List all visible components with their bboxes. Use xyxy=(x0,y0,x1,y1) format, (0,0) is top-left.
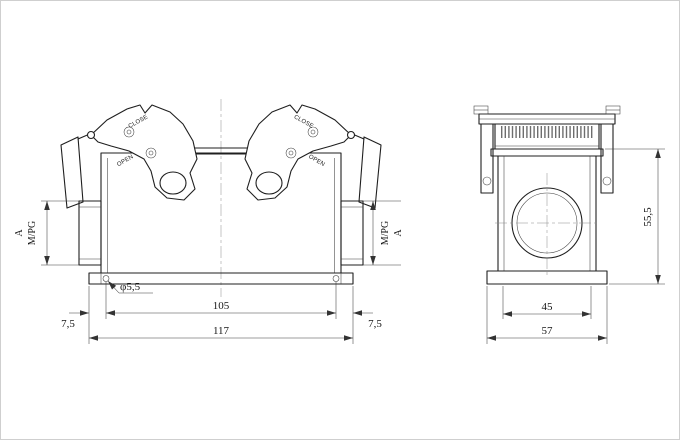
lever-label-open-left: OPEN xyxy=(116,154,134,168)
dim-offset-right: 7,5 xyxy=(368,318,382,330)
lever-side-left xyxy=(480,123,494,194)
pivot-screw-left xyxy=(482,176,492,186)
mounting-hole-left xyxy=(102,275,110,282)
dim-side-overall: 57 xyxy=(542,325,554,337)
mounting-flange xyxy=(88,272,354,285)
dim-offset-left: 7,5 xyxy=(61,318,75,330)
lever-arm-right xyxy=(358,136,382,209)
lever-tip-left xyxy=(86,130,96,140)
gasket xyxy=(490,148,604,157)
side-top-assembly xyxy=(473,105,621,194)
side-mounting-flange xyxy=(486,270,608,285)
dim-hole-spacing: 105 xyxy=(213,300,230,312)
label-thread-right: M/PG xyxy=(380,221,391,245)
lever-arm-left xyxy=(60,136,84,209)
front-body xyxy=(78,152,364,285)
dim-inner-width: 45 xyxy=(542,301,554,313)
front-levers: CLOSE OPEN CLOSE OPEN xyxy=(60,104,382,209)
pivot-screw-right xyxy=(602,176,612,186)
lever-tip-right xyxy=(346,130,356,140)
side-body xyxy=(486,155,608,285)
mounting-hole-right xyxy=(332,275,340,282)
lever-side-right xyxy=(600,123,614,194)
label-a-right: A xyxy=(393,229,404,237)
label-thread-left: M/PG xyxy=(27,221,38,245)
front-view: CLOSE OPEN CLOSE OPEN 105 7,5 7,5 117 xyxy=(14,99,404,344)
side-dimensions: 55,5 45 57 xyxy=(486,148,665,344)
dim-hole-diameter: φ5,5 xyxy=(120,281,141,293)
gland-boss-left xyxy=(78,200,102,266)
gland-boss-right xyxy=(340,200,364,266)
dim-height: 55,5 xyxy=(642,207,654,227)
lever-label-open-right: OPEN xyxy=(307,154,325,168)
front-dimensions: 105 7,5 7,5 117 φ5,5 M/PG A M/PG A xyxy=(14,200,404,344)
lever-hole-left xyxy=(159,171,187,195)
label-a-left: A xyxy=(14,229,25,237)
dim-overall-width: 117 xyxy=(213,325,230,337)
side-view: 55,5 45 57 xyxy=(473,105,665,344)
locking-lever-right xyxy=(244,104,352,201)
locking-lever-left xyxy=(90,104,198,201)
lever-hole-right xyxy=(255,171,283,195)
